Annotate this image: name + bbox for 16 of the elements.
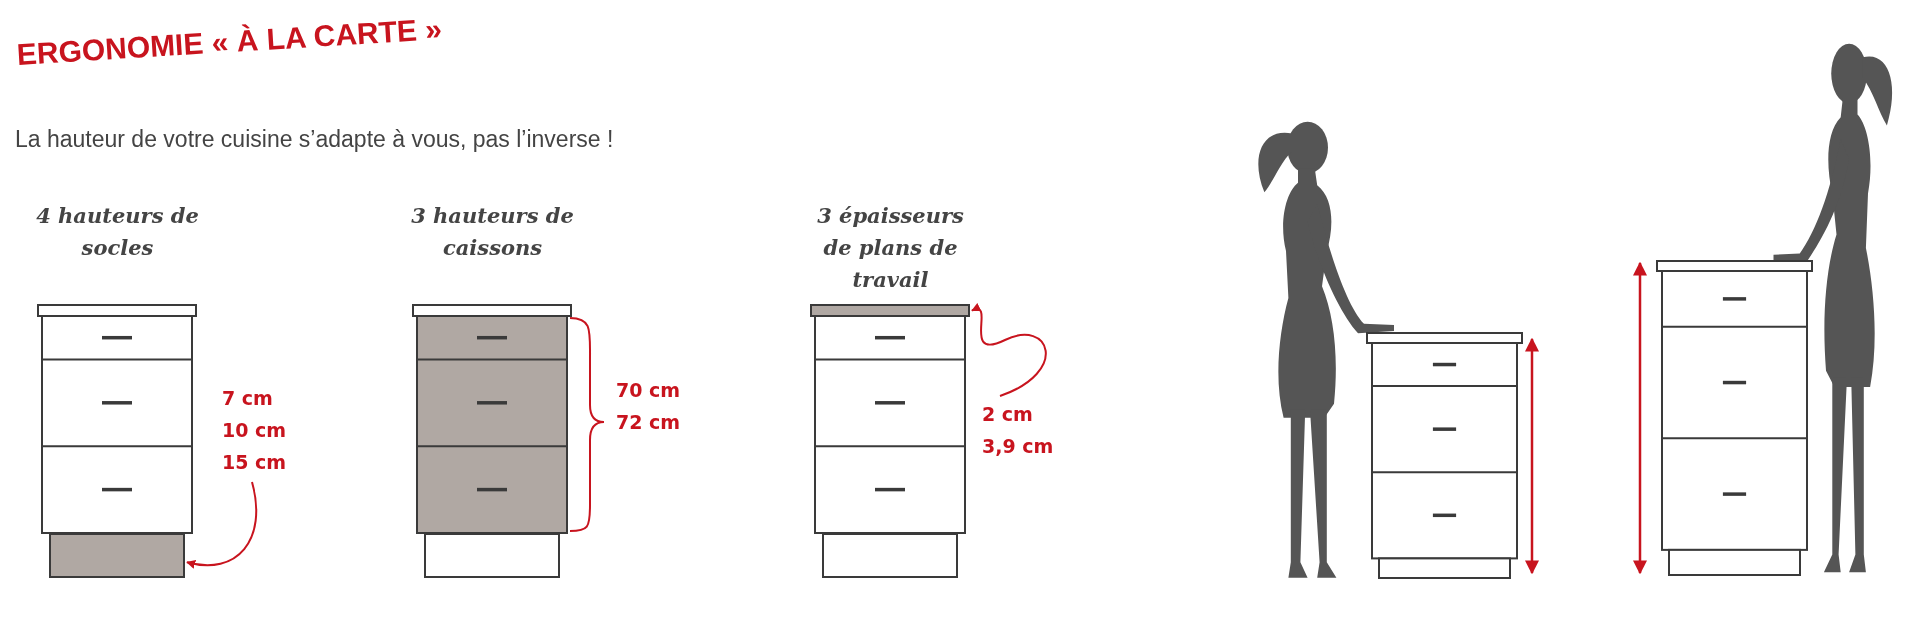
curved-arrow (186, 481, 258, 569)
dimension-value: 15 cm (222, 450, 287, 475)
curved-arrow (971, 303, 1047, 397)
dimension-value: 3,9 cm (982, 434, 1054, 459)
cabinet-heading: 4 hauteurs de socles (35, 202, 200, 262)
title: ERGONOMIE « À LA CARTE » (15, 12, 443, 72)
cabinet-heading: 3 épaisseurs de plans de travail (816, 202, 965, 294)
plinth (49, 533, 185, 578)
dimension-value: 70 cm (616, 378, 681, 403)
dimension-value: 72 cm (616, 410, 681, 435)
dimension-value: 2 cm (982, 402, 1034, 427)
dimension-value: 7 cm (222, 386, 274, 411)
dimension-value: 10 cm (222, 418, 287, 443)
worktop (810, 304, 970, 317)
subtitle: La hauteur de votre cuisine s’adapte à vous, pas l’inverse ! (15, 126, 614, 153)
cabinet-heading: 3 hauteurs de caissons (410, 202, 575, 262)
